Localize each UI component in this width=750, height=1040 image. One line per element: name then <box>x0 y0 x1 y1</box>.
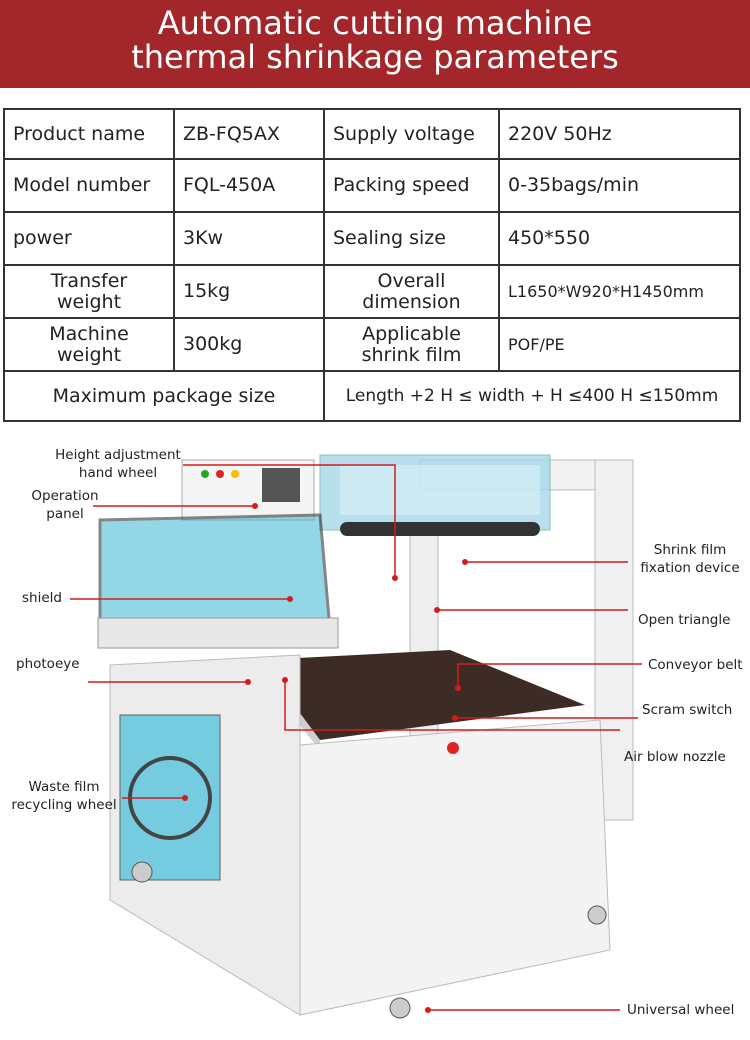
table-row: Maximum package size Length +2 H ≤ width… <box>3 370 741 422</box>
label-shrink-film: Shrink film fixation device <box>632 541 748 577</box>
table-row: Model number FQL-450A Packing speed 0-35… <box>3 158 741 213</box>
front-left-wheel <box>131 861 153 883</box>
right-wheel <box>587 905 607 925</box>
applicable-film-label-line2: shrink film <box>361 343 462 366</box>
conveyor-belt-surface <box>260 650 585 740</box>
leader-dots <box>182 503 468 1013</box>
label-waste-film-line1: Waste film <box>28 779 100 795</box>
overall-dimension-label: Overall dimension <box>323 264 500 319</box>
label-open-triangle: Open triangle <box>638 612 731 628</box>
lower-body-front <box>299 719 611 1016</box>
transfer-weight-label-line2: weight <box>56 290 122 313</box>
packing-speed-value: 0-35bags/min <box>498 158 741 213</box>
product-name-label: Product name <box>3 108 175 160</box>
sealing-bar <box>97 617 339 649</box>
red-lamp <box>216 470 224 478</box>
leader-lines <box>70 464 642 1011</box>
table-row: power 3Kw Sealing size 450*550 <box>3 211 741 266</box>
machine-weight-label-line1: Machine <box>49 322 129 345</box>
supply-voltage-value: 220V 50Hz <box>498 108 741 160</box>
label-operation-panel-line1: Operation <box>31 488 99 504</box>
title-line-1: Automatic cutting machine <box>157 4 593 42</box>
power-value: 3Kw <box>173 211 325 266</box>
label-height-wheel-line2: hand wheel <box>78 465 158 481</box>
label-waste-film: Waste film recycling wheel <box>4 778 124 814</box>
applicable-film-value: POF/PE <box>498 317 741 372</box>
overall-dimension-label-line1: Overall <box>377 269 446 292</box>
applicable-film-label-line1: Applicable <box>362 322 461 345</box>
front-wheel <box>389 997 411 1019</box>
table-row: Machine weight 300kg Applicable shrink f… <box>3 317 741 372</box>
supply-voltage-label: Supply voltage <box>323 108 500 160</box>
overall-dimension-label-line2: dimension <box>362 290 461 313</box>
leader-conveyor <box>457 663 642 688</box>
label-universal-wheel: Universal wheel <box>627 1002 735 1018</box>
max-package-value: Length +2 H ≤ width + H ≤400 H ≤150mm <box>323 370 741 422</box>
title-banner: Automatic cutting machine thermal shrink… <box>0 0 750 88</box>
label-scram-switch: Scram switch <box>642 702 733 718</box>
label-height-wheel-line1: Height adjustment <box>55 447 181 463</box>
machine-photo: Height adjustment hand wheel Operation p… <box>0 430 750 1040</box>
label-conveyor-belt: Conveyor belt <box>648 657 743 673</box>
transfer-weight-label: Transfer weight <box>3 264 175 319</box>
machine-weight-label: Machine weight <box>3 317 175 372</box>
label-shrink-film-line1: Shrink film <box>653 542 727 558</box>
power-label: power <box>3 211 175 266</box>
machine-weight-value: 300kg <box>173 317 325 372</box>
yellow-lamp <box>231 470 239 478</box>
applicable-film-label: Applicable shrink film <box>323 317 500 372</box>
model-number-label: Model number <box>3 158 175 213</box>
model-number-value: FQL-450A <box>173 158 325 213</box>
label-photoeye: photoeye <box>16 656 80 672</box>
leader-height-wheel <box>183 464 396 578</box>
packing-speed-label: Packing speed <box>323 158 500 213</box>
table-row: Product name ZB-FQ5AX Supply voltage 220… <box>3 108 741 160</box>
machine-illustration <box>70 454 642 1019</box>
shield-cover <box>98 513 332 637</box>
parameter-table: Product name ZB-FQ5AX Supply voltage 220… <box>3 108 741 422</box>
label-height-wheel: Height adjustment hand wheel <box>48 446 188 482</box>
max-package-label: Maximum package size <box>3 370 325 422</box>
transfer-weight-label-line1: Transfer <box>50 269 128 292</box>
sealing-size-label: Sealing size <box>323 211 500 266</box>
film-roll-cover <box>340 465 540 515</box>
sealing-size-value: 450*550 <box>498 211 741 266</box>
machine-weight-label-line2: weight <box>56 343 122 366</box>
label-operation-panel: Operation panel <box>20 487 110 523</box>
film-roller <box>340 522 540 536</box>
label-shield: shield <box>22 590 62 606</box>
touch-screen <box>262 468 300 502</box>
leader-air-nozzle <box>284 680 620 731</box>
label-operation-panel-line2: panel <box>46 506 84 522</box>
table-row: Transfer weight 15kg Overall dimension L… <box>3 264 741 319</box>
product-name-value: ZB-FQ5AX <box>173 108 325 160</box>
overall-dimension-value: L1650*W920*H1450mm <box>498 264 741 319</box>
green-lamp <box>201 470 209 478</box>
label-waste-film-line2: recycling wheel <box>11 797 117 813</box>
transfer-weight-value: 15kg <box>173 264 325 319</box>
label-air-blow-nozzle: Air blow nozzle <box>624 749 726 765</box>
scram-button <box>447 742 459 754</box>
title-line-2: thermal shrinkage parameters <box>131 38 619 76</box>
label-shrink-film-line2: fixation device <box>640 560 740 576</box>
